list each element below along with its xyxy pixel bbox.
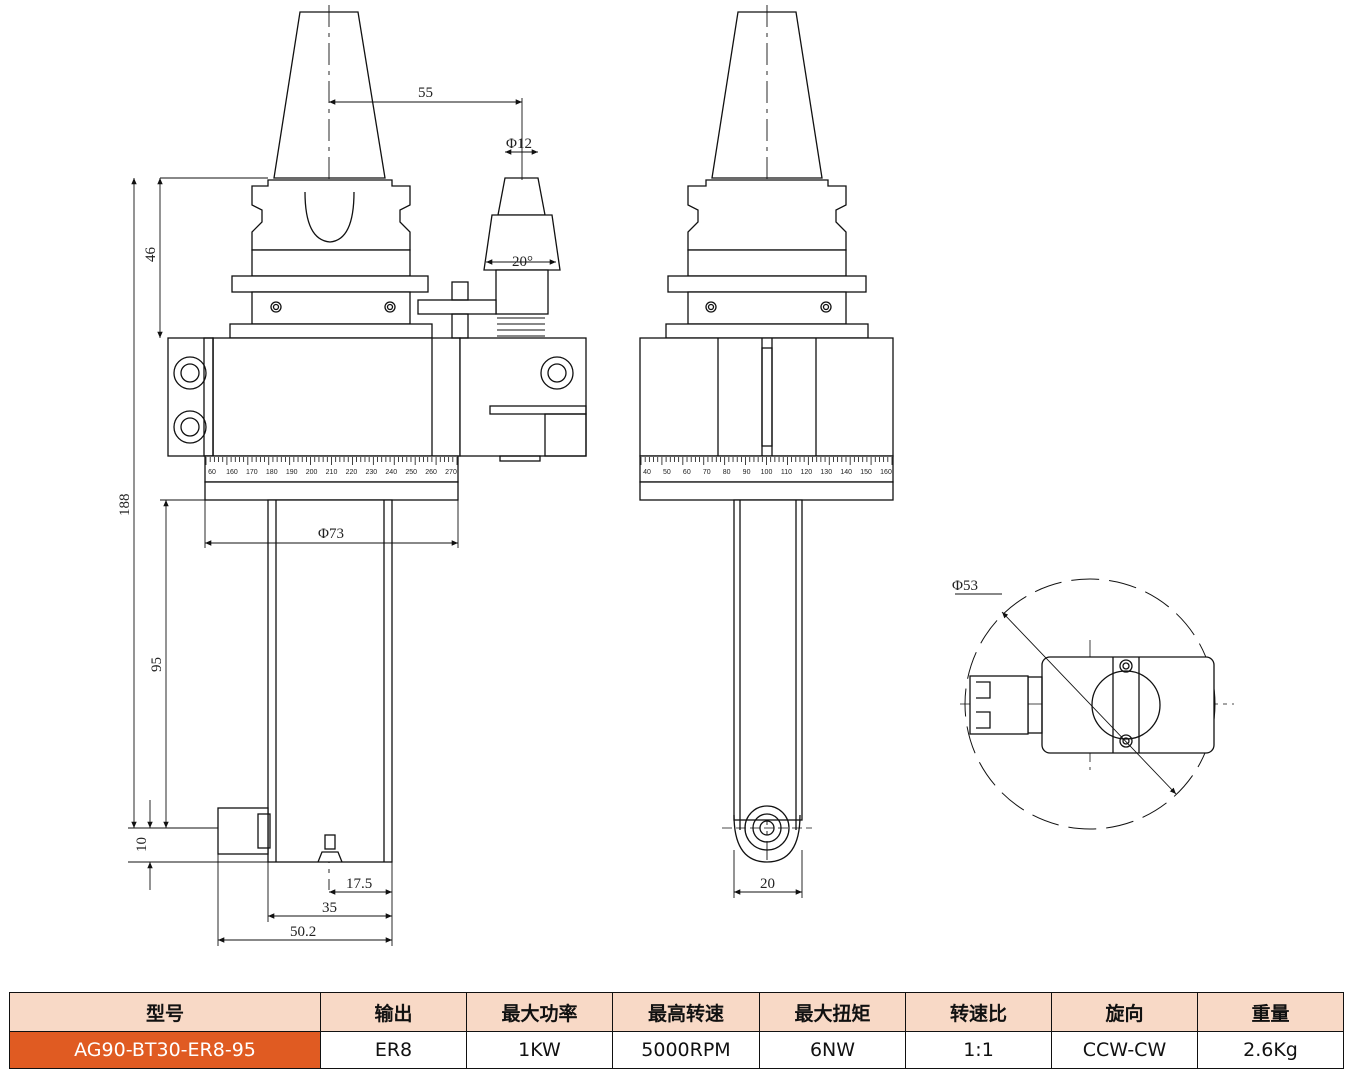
scale-label: 160: [226, 469, 238, 476]
scale-label: 50: [663, 469, 671, 476]
scale-label: 150: [860, 469, 872, 476]
scale-label: 80: [723, 469, 731, 476]
scale-label: 270: [445, 469, 457, 476]
cell-output: ER8: [320, 1031, 467, 1069]
scale-label: 100: [761, 469, 773, 476]
scale-label: 130: [820, 469, 832, 476]
scale-label: 240: [385, 469, 397, 476]
header-rotation: 旋向: [1051, 992, 1198, 1032]
bottom-view: [955, 578, 1234, 830]
scale-label: 210: [326, 469, 338, 476]
dim-center-offset: 17.5: [346, 876, 372, 892]
header-weight: 重量: [1197, 992, 1344, 1032]
scale-label: 120: [800, 469, 812, 476]
scale-label: 40: [643, 469, 651, 476]
scale-label: 90: [743, 469, 751, 476]
scale-label: 260: [425, 469, 437, 476]
cell-model: AG90-BT30-ER8-95: [9, 1031, 321, 1069]
scale-label: 170: [246, 469, 258, 476]
scale-label: 60: [683, 469, 691, 476]
scale-label: 140: [840, 469, 852, 476]
dim-reach: 50.2: [290, 924, 316, 940]
scale-label: 220: [346, 469, 358, 476]
side-scale-ring: 60 160 170 180 190 200 210 220 230 240 250 260 270: [205, 457, 458, 476]
scale-label: 250: [405, 469, 417, 476]
scale-label: 180: [266, 469, 278, 476]
cell-max-torque: 6NW: [759, 1031, 906, 1069]
header-model: 型号: [9, 992, 321, 1032]
scale-label: 230: [365, 469, 377, 476]
cell-rotation: CCW-CW: [1051, 1031, 1198, 1069]
scale-label: 110: [781, 469, 792, 476]
dim-collet-dia: Φ12: [506, 136, 532, 152]
dim-offset: 55: [418, 85, 433, 101]
scale-label: 200: [306, 469, 318, 476]
cell-speed-ratio: 1:1: [905, 1031, 1052, 1069]
dim-body-dia: Φ73: [318, 526, 344, 542]
scale-label: 60: [208, 469, 216, 476]
front-scale-ring: 40 50 60 70 80 90 100 110 120 130 140 150 160: [640, 457, 893, 476]
header-speed-ratio: 转速比: [905, 992, 1052, 1032]
cell-weight: 2.6Kg: [1197, 1031, 1344, 1069]
dim-arm-width: 35: [322, 900, 337, 916]
header-max-speed: 最高转速: [612, 992, 760, 1032]
front-view: [639, 5, 894, 898]
spec-data-row: AG90-BT30-ER8-95 ER8 1KW 5000RPM 6NW 1:1…: [9, 1031, 1344, 1069]
dim-arm-length: 95: [149, 657, 165, 672]
dim-height-top: 46: [143, 247, 159, 263]
dim-angle: 20°: [512, 254, 533, 270]
dim-height-total: 188: [117, 494, 133, 517]
cell-max-speed: 5000RPM: [612, 1031, 760, 1069]
cell-max-power: 1KW: [466, 1031, 613, 1069]
dim-front-arm-width: 20: [760, 876, 775, 892]
header-max-torque: 最大扭矩: [759, 992, 906, 1032]
header-output: 输出: [320, 992, 467, 1032]
dim-nose-height: 10: [134, 837, 150, 852]
dim-clearance-dia: Φ53: [952, 578, 978, 594]
spec-table: 型号 输出 最大功率 最高转速 最大扭矩 转速比 旋向 重量 AG90-BT30…: [9, 992, 1344, 1069]
side-view: [128, 5, 587, 946]
spec-header-row: 型号 输出 最大功率 最高转速 最大扭矩 转速比 旋向 重量: [9, 992, 1344, 1032]
scale-label: 190: [286, 469, 298, 476]
scale-label: 160: [880, 469, 892, 476]
header-max-power: 最大功率: [466, 992, 613, 1032]
technical-drawing: 55 Φ12 20° 46 188 Φ73 95 10 17.5 35 50.2…: [117, 5, 1234, 946]
scale-label: 70: [703, 469, 711, 476]
